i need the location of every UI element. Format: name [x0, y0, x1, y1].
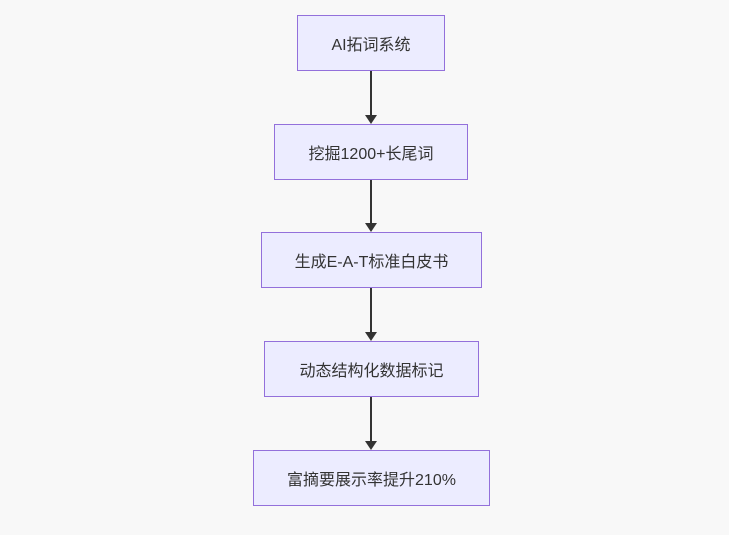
arrow-line [369, 71, 372, 115]
flow-node-label: 富摘要展示率提升210% [287, 472, 456, 489]
arrowhead-down-icon [364, 332, 377, 341]
flow-arrow-2-3 [364, 180, 377, 232]
flow-arrow-4-5 [364, 397, 377, 450]
flow-node-step-4: 动态结构化数据标记 [264, 341, 479, 397]
flow-node-label: 挖掘1200+长尾词 [308, 146, 434, 163]
arrowhead-down-icon [364, 441, 377, 450]
arrowhead-down-icon [364, 223, 377, 232]
arrow-line [369, 180, 372, 223]
flow-node-step-3: 生成E-A-T标准白皮书 [261, 232, 482, 288]
flow-node-label: 动态结构化数据标记 [299, 363, 444, 380]
flow-node-step-2: 挖掘1200+长尾词 [274, 124, 468, 180]
flow-node-step-5: 富摘要展示率提升210% [253, 450, 490, 506]
flow-node-label: 生成E-A-T标准白皮书 [294, 254, 449, 271]
arrow-line [369, 288, 372, 332]
arrow-line [369, 397, 372, 441]
flow-node-label: AI拓词系统 [331, 37, 411, 54]
flow-arrow-1-2 [364, 71, 377, 124]
flow-arrow-3-4 [364, 288, 377, 341]
flow-node-step-1: AI拓词系统 [297, 15, 445, 71]
arrowhead-down-icon [364, 115, 377, 124]
